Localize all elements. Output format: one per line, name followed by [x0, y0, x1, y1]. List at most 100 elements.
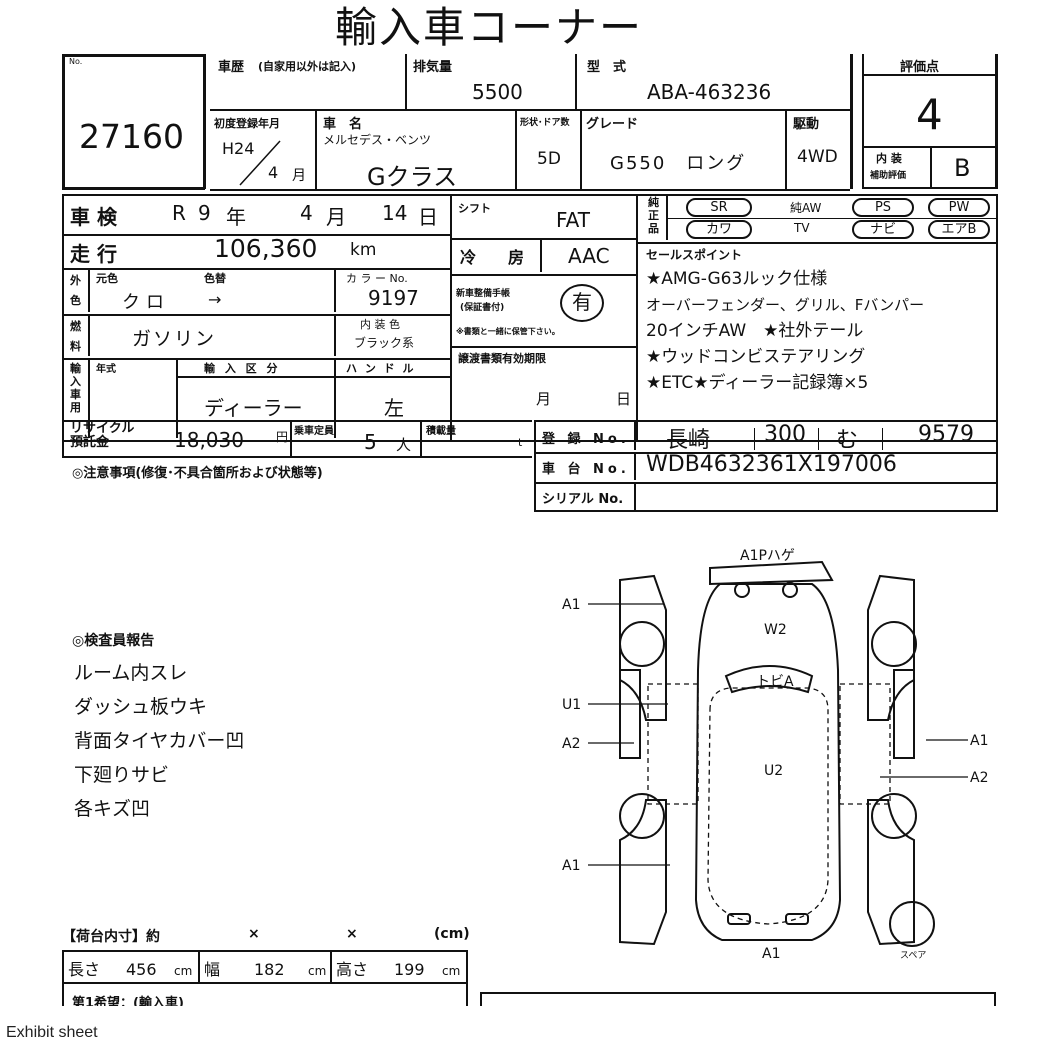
sales-line: ★ETC★ディーラー記録簿×5 — [646, 373, 869, 393]
cargo-cut-text: 第1希望：(輸入車) — [72, 996, 184, 1006]
load-unit: t — [518, 436, 523, 449]
diagram-w2: W2 — [764, 622, 787, 638]
displacement-cell: 排気量 5500 — [405, 54, 577, 109]
inspector-line: ダッシュ板ウキ — [74, 696, 208, 718]
grade-cell: グレード G550 ロング — [580, 109, 787, 191]
car-damage-diagram: A1Pハゲ W2 トビA U2 A1 U1 A2 A1 A1 A2 A1 スペア — [562, 548, 988, 962]
inspection-year: 9 — [198, 201, 211, 225]
inspector-line: 下廻りサビ — [74, 764, 170, 786]
tire-front-right — [871, 793, 917, 839]
registration-row: 登 録 No. 長崎 300 む 9579 — [536, 422, 996, 454]
cargo-x-2: × — [346, 926, 358, 942]
inspection-row: 車 検 R 9 年 4 月 14 日 — [64, 196, 450, 236]
int-color-value: ブラック系 — [354, 336, 415, 350]
serial-vrule — [634, 482, 636, 510]
ac-row: 冷 房 AAC — [452, 238, 636, 276]
mileage-label: 走 行 — [70, 242, 117, 266]
model-value: ABA-463236 — [647, 80, 772, 104]
inner-outline — [707, 687, 829, 925]
capacity-vrule — [290, 422, 292, 456]
car-name-value: Gクラス — [367, 163, 458, 191]
mileage-value: 106,360 — [214, 234, 318, 263]
cargo-height-unit: cm — [442, 964, 461, 978]
shift-label: シフト — [458, 202, 491, 215]
shift-ac-table: シフト FAT 冷 房 AAC 新車整備手帳 (保証書付) 有 ※書類と一緒に保… — [452, 194, 638, 442]
top-info-table: 車歴 (自家用以外は記入) 排気量 5500 型 式 ABA-463236 初度… — [210, 54, 852, 191]
history-label: 車歴 — [218, 60, 245, 75]
roof-rack — [709, 560, 834, 586]
car-maker: メルセデス・ベンツ — [323, 133, 432, 147]
car-name-cell: 車 名 メルセデス・ベンツ Gクラス — [315, 109, 517, 191]
equip-airbag: エアB — [928, 220, 990, 239]
diagram-tobia: トビA — [756, 674, 794, 690]
registration-sep — [882, 428, 883, 450]
color-row: 外 色 元色 クロ 色替 → カ ラ ー No. 9197 — [64, 268, 450, 316]
lot-divider — [203, 54, 206, 189]
score-box: 評価点 4 内 装 補助評価 B — [862, 54, 998, 189]
inspector-report: ルーム内スレ ダッシュ板ウキ 背面タイヤカバー凹 下廻りサビ 各キズ凹 — [74, 656, 244, 826]
first-reg-cell: 初度登録年月 H24 4 月 — [210, 109, 315, 191]
color-change-value: → — [208, 290, 222, 309]
rear-lamp-r — [782, 582, 798, 598]
import-side-label: 輸入車用 — [70, 362, 81, 414]
body-outline — [694, 583, 842, 941]
import-year-label: 年式 — [96, 364, 116, 375]
chassis-label: 車 台 No. — [542, 462, 630, 477]
fuel-side-1: 燃 — [70, 320, 81, 333]
history-note: (自家用以外は記入) — [258, 60, 357, 73]
cargo-length-unit: cm — [174, 964, 193, 978]
shift-row: シフト FAT — [452, 196, 636, 240]
left-front-fender — [619, 799, 667, 946]
sales-line: ★ウッドコンビステアリング — [646, 347, 866, 367]
ac-value: AAC — [568, 244, 610, 268]
first-reg-month: 4 — [268, 163, 279, 182]
interior-score-label: 内 装 — [876, 152, 902, 165]
color-change-label: 色替 — [204, 272, 226, 285]
page-title: 輸入車コーナー — [335, 3, 644, 52]
import-type-value: ディーラー — [204, 396, 303, 420]
diagram-left-label: A1 — [562, 858, 580, 874]
capacity-label: 乗車定員 — [294, 426, 334, 437]
diagram-right-label: A2 — [970, 770, 988, 786]
orig-color-value: クロ — [122, 292, 170, 313]
import-type-label: 輸 入 区 分 — [204, 362, 281, 375]
import-row: 輸入車用 年式 輸 入 区 分 ディーラー ハ ン ド ル 左 — [64, 358, 450, 440]
diagram-left-label: A1 — [562, 597, 580, 613]
diagram-left-label: A2 — [562, 736, 580, 752]
color-code-vrule — [334, 268, 336, 312]
chassis-vrule — [634, 452, 636, 480]
load-vrule — [420, 422, 422, 456]
headlight-l — [727, 913, 751, 925]
spare-tire — [889, 901, 935, 947]
color-side-1: 外 — [70, 274, 81, 287]
tire-front-left — [619, 793, 665, 839]
color-side-2: 色 — [70, 294, 81, 307]
registration-sep — [818, 428, 819, 450]
inspection-year-unit: 年 — [226, 205, 246, 229]
inspection-day: 14 — [382, 201, 408, 225]
right-panel — [839, 683, 891, 805]
grade-value: G550 ロング — [610, 153, 747, 174]
model-cell: 型 式 ABA-463236 — [575, 54, 852, 109]
equip-ps: PS — [852, 198, 914, 217]
model-label: 型 式 — [587, 60, 627, 75]
drive-label: 駆動 — [793, 117, 820, 132]
fuel-row: 燃 料 ガソリン 内 装 色 ブラック系 — [64, 314, 450, 360]
diagram-left-label: U1 — [562, 697, 581, 713]
car-name-label: 車 名 — [323, 117, 363, 132]
ac-label: 冷 房 — [460, 248, 533, 267]
equipment-label-1: 純 — [648, 196, 659, 209]
inspection-label: 車 検 — [70, 205, 117, 229]
registration-city: 長崎 — [666, 428, 711, 453]
equip-alloy-wheel: 純AW — [790, 201, 822, 215]
equipment-label-3: 品 — [648, 222, 659, 235]
registration-sep — [754, 428, 755, 450]
capacity-value: 5 — [364, 430, 377, 454]
cargo-height: 199 — [394, 960, 425, 979]
recycle-row: リサイクル 預託金 18,030 円 乗車定員 5 人 積載量 t — [62, 420, 532, 458]
chassis-value: WDB4632361X197006 — [646, 452, 897, 477]
cargo-cut-row: 第1希望：(輸入車) — [62, 984, 468, 1006]
score-label: 評価点 — [900, 60, 940, 75]
int-color-label: 内 装 色 — [360, 318, 400, 331]
registration-table: 登 録 No. 長崎 300 む 9579 車 台 No. WDB4632361… — [534, 420, 998, 512]
